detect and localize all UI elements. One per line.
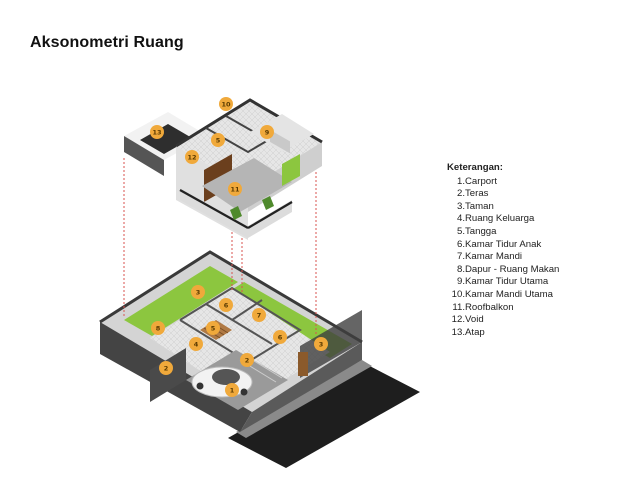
legend-item-number: 8.: [456, 263, 465, 275]
master-bedroom-floor: [250, 114, 314, 152]
legend-item-label: Carport: [465, 175, 497, 187]
legend-item-label: Atap: [465, 326, 485, 338]
legend-item-number: 9.: [456, 276, 465, 288]
sidewalk: [236, 360, 372, 438]
svg-text:12: 12: [187, 154, 196, 162]
svg-text:5: 5: [216, 137, 221, 145]
marker-kamar-tidur-anak-b: 6: [273, 330, 287, 344]
svg-text:6: 6: [224, 302, 229, 310]
legend-item: 9.Kamar Tidur Utama: [447, 276, 559, 289]
roofbalkon-floor: [202, 158, 292, 212]
legend-item: 8.Dapur - Ruang Makan: [447, 264, 559, 277]
lower-markers: 3 6 8 5 7 4 6 3: [151, 285, 328, 397]
legend-item-number: 3.: [456, 200, 465, 212]
legend-item-label: Dapur - Ruang Makan: [465, 263, 560, 275]
svg-text:3: 3: [196, 289, 201, 297]
marker-roofbalkon: 11: [228, 182, 242, 196]
legend-item-number: 10.: [451, 288, 465, 300]
svg-text:4: 4: [194, 341, 199, 349]
legend-item: 11.Roofbalkon: [447, 302, 559, 315]
marker-teras-a: 2: [159, 361, 173, 375]
marker-atap: 13: [150, 125, 164, 139]
legend-item-number: 4.: [456, 213, 465, 225]
upper-markers: 13 10 5 9 12 11: [150, 97, 274, 196]
guide-lines: [123, 158, 317, 336]
legend-item-label: Teras: [465, 188, 489, 200]
legend-item: 7.Kamar Mandi: [447, 251, 559, 264]
legend-item: 3.Taman: [447, 201, 559, 214]
legend-item-number: 13.: [451, 326, 465, 338]
marker-teras-b: 2: [240, 353, 254, 367]
marker-kamar-tidur-anak-a: 6: [219, 298, 233, 312]
svg-text:2: 2: [245, 357, 250, 365]
legend-item-number: 11.: [452, 301, 465, 313]
road: [228, 362, 420, 468]
legend-item-label: Roofbalkon: [465, 301, 514, 313]
svg-text:8: 8: [156, 325, 161, 333]
upper-floor: [124, 98, 323, 240]
marker-kamar-tidur-utama: 9: [260, 125, 274, 139]
marker-kamar-mandi: 7: [252, 308, 266, 322]
legend-item-label: Kamar Tidur Utama: [465, 276, 549, 288]
marker-void: 12: [185, 150, 199, 164]
svg-text:5: 5: [211, 325, 216, 333]
svg-text:10: 10: [221, 101, 231, 109]
legend-item-label: Tangga: [465, 225, 497, 237]
legend-item-number: 6.: [456, 238, 465, 250]
legend-item-label: Ruang Keluarga: [465, 213, 535, 225]
legend-item: 2.Teras: [447, 188, 559, 201]
marker-kamar-mandi-utama: 10: [219, 97, 233, 111]
legend-item: 4.Ruang Keluarga: [447, 213, 559, 226]
legend-item-number: 2.: [456, 188, 465, 200]
marker-ruang-keluarga: 4: [189, 337, 203, 351]
svg-text:1: 1: [230, 387, 235, 395]
svg-text:6: 6: [278, 334, 283, 342]
legend-item: 5.Tangga: [447, 226, 559, 239]
legend-item-number: 1.: [456, 175, 465, 187]
marker-tangga-lower: 5: [206, 321, 220, 335]
legend-item-number: 12.: [451, 314, 465, 326]
page-title: Aksonometri Ruang: [30, 34, 184, 51]
svg-text:9: 9: [265, 129, 270, 137]
svg-text:11: 11: [230, 186, 240, 194]
marker-tangga-upper: 5: [211, 133, 225, 147]
legend-item-label: Kamar Tidur Anak: [465, 238, 542, 250]
legend-item: 6.Kamar Tidur Anak: [447, 239, 559, 252]
legend-item-number: 7.: [456, 251, 465, 263]
legend-item-number: 5.: [456, 225, 465, 237]
legend-item: 10.Kamar Mandi Utama: [447, 289, 559, 302]
marker-taman-back: 3: [191, 285, 205, 299]
legend-item-label: Kamar Mandi: [465, 251, 523, 263]
legend-title: Keterangan:: [447, 162, 503, 173]
roof-atap: [124, 112, 208, 176]
svg-text:2: 2: [164, 365, 169, 373]
legend-item-label: Taman: [465, 200, 494, 212]
marker-taman-right: 3: [314, 337, 328, 351]
legend-item-label: Kamar Mandi Utama: [465, 288, 553, 300]
marker-carport: 1: [225, 383, 239, 397]
marker-dapur-ruang-makan: 8: [151, 321, 165, 335]
legend-item: 13.Atap: [447, 327, 559, 340]
legend-item-label: Void: [465, 314, 484, 326]
garden-back: [124, 266, 238, 336]
svg-text:3: 3: [319, 341, 324, 349]
car: [191, 366, 253, 398]
svg-text:7: 7: [257, 312, 262, 320]
legend-item: 1.Carport: [447, 176, 559, 189]
legend-item: 12.Void: [447, 314, 559, 327]
svg-text:13: 13: [152, 129, 161, 137]
